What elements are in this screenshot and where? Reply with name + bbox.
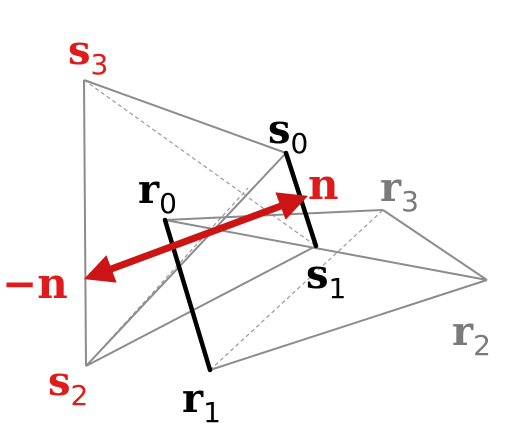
edge-s0-s2 xyxy=(85,152,287,367)
normal-arrow xyxy=(83,192,309,283)
edge-s3-s0 xyxy=(83,79,287,154)
contact-edges xyxy=(162,150,319,373)
label-s2: s2 xyxy=(48,358,88,412)
label-s1: s1 xyxy=(306,251,346,305)
label-r0: r0 xyxy=(138,166,177,220)
edge-r1-r3 xyxy=(209,209,384,371)
label-neg-n: −n xyxy=(2,259,68,308)
label-s0: s0 xyxy=(268,106,308,160)
label-s3: s3 xyxy=(68,27,108,81)
edge-r1-r2 xyxy=(209,279,488,371)
label-r2: r2 xyxy=(452,308,491,362)
label-n: n xyxy=(308,160,339,209)
label-r3: r3 xyxy=(380,164,419,218)
edge-s3-s2 xyxy=(83,79,87,367)
edge-r3-r2 xyxy=(382,209,488,281)
edge-s3-s1 xyxy=(83,79,317,247)
label-r1: r1 xyxy=(182,375,221,429)
